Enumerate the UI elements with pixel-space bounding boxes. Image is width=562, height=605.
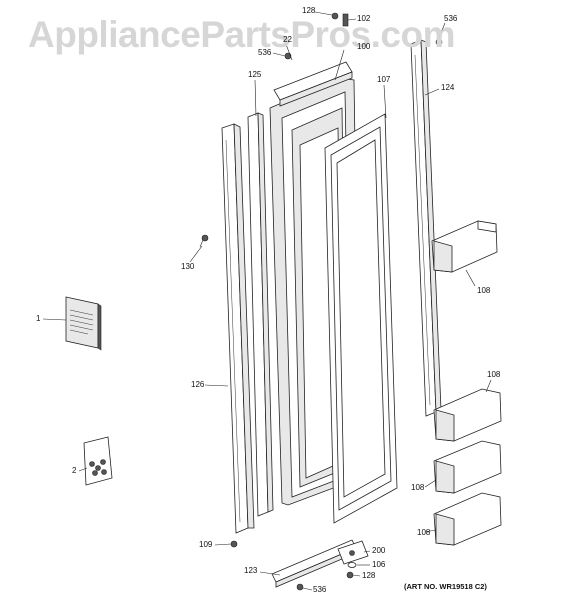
part-label-123: 123: [244, 566, 258, 575]
part-label-128-bottom: 128: [362, 571, 376, 580]
part-2-hardware-bag: [83, 436, 113, 486]
part-label-102: 102: [357, 14, 371, 23]
art-number: (ART NO. WR19518 C2): [404, 582, 487, 591]
part-1-manual: [65, 296, 102, 351]
part-label-108-b: 108: [487, 370, 501, 379]
part-label-128-top: 128: [302, 6, 316, 15]
part-107-gasket: [324, 113, 398, 524]
screw-536-bottom: [296, 583, 304, 591]
part-label-106: 106: [372, 560, 386, 569]
part-label-108-a: 108: [477, 286, 491, 295]
part-label-108-d: 108: [417, 528, 431, 537]
part-label-124: 124: [441, 83, 455, 92]
part-124-right-trim: [410, 39, 442, 417]
screw-536-top-right: [435, 38, 443, 46]
part-label-2: 2: [72, 466, 77, 475]
part-label-200: 200: [372, 546, 386, 555]
part-108-bin-a: [431, 220, 498, 273]
part-125-side-trim: [247, 112, 274, 517]
part-label-536-top-left: 536: [258, 48, 272, 57]
screw-128-bottom: [346, 571, 354, 579]
part-label-536-bottom: 536: [313, 585, 327, 594]
part-label-126: 126: [191, 380, 205, 389]
part-108-bin-b: [433, 388, 502, 442]
part-label-108-c: 108: [411, 483, 425, 492]
part-label-130: 130: [181, 262, 195, 271]
leader-lines: [42, 11, 492, 591]
watermark: AppliancePartsPros.com: [28, 14, 455, 55]
part-22-top-cap: [273, 61, 353, 107]
part-200-hinge: [337, 540, 369, 565]
part-label-536-top-right: 536: [444, 14, 458, 23]
part-108-bin-d: [433, 492, 502, 546]
part-126-trim: [221, 123, 255, 534]
part-label-22: 22: [283, 35, 292, 44]
part-label-107: 107: [377, 75, 391, 84]
part-label-125: 125: [248, 70, 262, 79]
screw-109: [230, 540, 238, 548]
screw-128-top: [331, 12, 339, 20]
part-108-bin-c: [433, 440, 502, 494]
part-label-109: 109: [199, 540, 213, 549]
washer-106: [347, 562, 357, 568]
part-label-1: 1: [36, 314, 41, 323]
part-label-100: 100: [357, 42, 371, 51]
screw-130: [199, 234, 209, 248]
